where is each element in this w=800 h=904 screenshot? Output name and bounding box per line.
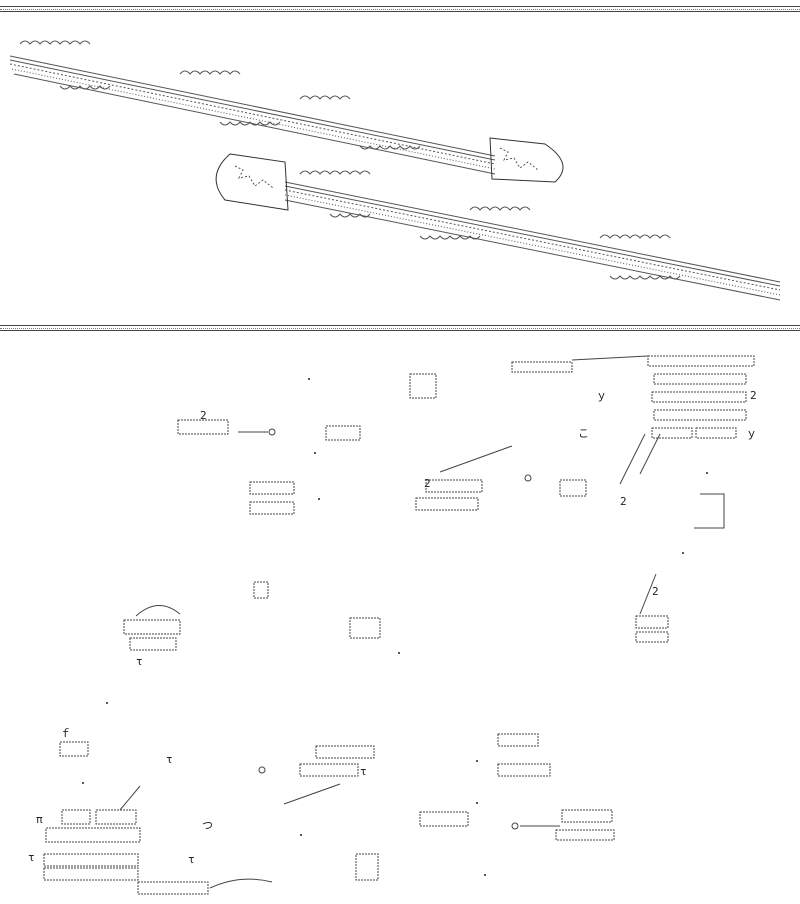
glyph-fragment: τ (166, 753, 173, 766)
dot (82, 782, 84, 784)
glyph-fragment: 2 (652, 585, 659, 598)
glyph-fragment: 2 (424, 477, 431, 490)
glyph-fragment: 2 (750, 389, 757, 402)
glyph-fragment: τ (360, 765, 367, 778)
dot (300, 834, 302, 836)
diagonal-art (9, 40, 781, 301)
scattered-art (43, 355, 755, 895)
separator-top (0, 6, 800, 12)
dot (318, 498, 320, 500)
glyph-fragment: τ (28, 851, 35, 864)
glyph-fragment: 2 (620, 495, 627, 508)
glyph-fragment: τ (188, 853, 195, 866)
glyph-fragment: 2 (200, 409, 207, 422)
glyph-fragment: π (36, 813, 43, 826)
glyph-fragment: τ (136, 655, 143, 668)
dot (706, 472, 708, 474)
glyph-fragment: こ (578, 427, 589, 440)
art-panel-bottom: 2 こ 2 2 τ ｆ π τ τ τ τ 2 ｙ ｙ 2 つ (0, 334, 800, 904)
glyph-fragment: ｙ (596, 389, 607, 402)
glyph-fragment: ｆ (60, 727, 71, 740)
dot (314, 452, 316, 454)
separator-middle (0, 325, 800, 331)
lower-rod (215, 153, 781, 301)
upper-rod (9, 40, 564, 183)
dot (476, 802, 478, 804)
art-panel-top (0, 14, 800, 320)
dot (476, 760, 478, 762)
glyph-fragment: ｙ (746, 427, 757, 440)
dot (308, 378, 310, 380)
dot (106, 702, 108, 704)
glyph-fragment: つ (202, 819, 213, 832)
dot (484, 874, 486, 876)
dot (682, 552, 684, 554)
dot (398, 652, 400, 654)
